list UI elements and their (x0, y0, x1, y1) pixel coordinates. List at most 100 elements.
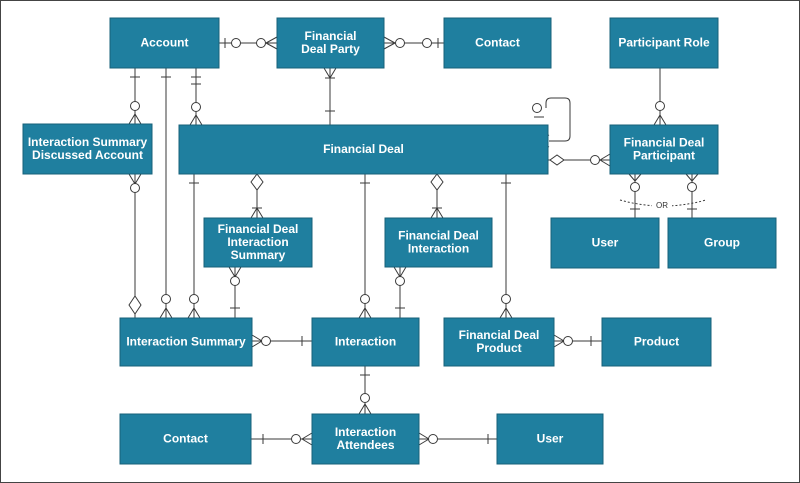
mark-diamond (128, 295, 142, 315)
entity-label: Summary (231, 248, 286, 262)
mark-zero (161, 294, 171, 304)
mark-zero (590, 155, 600, 165)
entity-box (119, 413, 252, 465)
mark-zero (230, 276, 240, 286)
mark-zero (189, 294, 199, 304)
entity-box (667, 217, 777, 269)
entity-box (109, 17, 220, 69)
entity-label: Financial (304, 29, 356, 43)
entity-box (178, 124, 549, 175)
entity-label: Financial Deal (459, 328, 540, 342)
entity-box (311, 317, 420, 367)
mark-crowfoot (653, 114, 667, 126)
entity-account[interactable]: Account (109, 17, 220, 69)
mark-crowfoot (628, 173, 642, 182)
mark-crowfoot (418, 432, 430, 446)
entity-financial-deal[interactable]: Financial Deal (178, 124, 549, 175)
mark-zero (422, 38, 432, 48)
entity-label: Financial Deal (218, 222, 299, 236)
entity-box (276, 17, 385, 69)
mark-zero (130, 183, 140, 193)
entity-box (443, 317, 555, 367)
mark-crowfoot (430, 207, 444, 219)
entity-box (203, 217, 313, 268)
mark-diamond (250, 173, 264, 191)
mark-zero (360, 294, 370, 304)
mark-crowfoot (599, 153, 611, 167)
mark-crowfoot (250, 207, 264, 219)
mark-zero (360, 393, 370, 403)
mark-crowfoot (159, 307, 173, 319)
entity-box (443, 17, 552, 69)
entity-interaction[interactable]: Interaction (311, 317, 420, 367)
entity-label: Interaction (227, 235, 288, 249)
entity-label: Financial Deal (323, 142, 404, 156)
mark-zero (428, 434, 438, 444)
mark-zero (231, 38, 241, 48)
entity-label: Product (634, 335, 679, 349)
mark-zero (291, 434, 301, 444)
entity-label: User (592, 236, 619, 250)
mark-crowfoot (187, 307, 201, 319)
entity-box (119, 317, 253, 367)
mark-crowfoot (499, 307, 513, 319)
mark-crowfoot (358, 307, 372, 319)
entity-product[interactable]: Product (601, 317, 712, 367)
entity-label: Attendees (336, 438, 394, 452)
mark-zero (655, 101, 665, 111)
mark-zero (532, 103, 542, 113)
entity-box (22, 123, 153, 175)
entity-label: Group (704, 236, 740, 250)
mark-crowfoot (128, 113, 142, 125)
entity-label: Interaction (335, 335, 396, 349)
connectors (128, 36, 707, 446)
entity-label: Interaction (335, 425, 396, 439)
entity-label: Account (141, 36, 189, 50)
mark-zero (501, 294, 511, 304)
mark-diamond (430, 173, 444, 191)
entity-label: Product (476, 341, 521, 355)
mark-crowfoot (128, 173, 142, 185)
entity-label: Deal Party (301, 42, 360, 56)
entity-user-bottom[interactable]: User (496, 413, 604, 465)
mark-crowfoot (358, 403, 372, 415)
entity-box (609, 17, 719, 69)
entity-label: Interaction Summary (126, 335, 246, 349)
entity-group[interactable]: Group (667, 217, 777, 269)
entity-label: Financial Deal (398, 229, 479, 243)
mark-zero (191, 102, 201, 112)
mark-zero (261, 336, 271, 346)
mark-zero (630, 182, 640, 192)
mark-crowfoot (265, 36, 278, 50)
entity-box (496, 413, 604, 465)
mark-zero (395, 38, 405, 48)
mark-crowfoot (323, 67, 337, 79)
mark-zero (130, 101, 140, 111)
entity-contact-bottom[interactable]: Contact (119, 413, 252, 465)
mark-zero (687, 182, 697, 192)
entity-box (311, 413, 420, 465)
mark-crowfoot (228, 266, 242, 278)
entity-box (609, 124, 719, 175)
entity-label: Financial Deal (624, 136, 705, 150)
entity-box (550, 217, 660, 269)
entity-label: Participant (633, 149, 695, 163)
entity-participant-role[interactable]: Participant Role (609, 17, 719, 69)
mark-crowfoot (383, 36, 396, 50)
entity-interaction-summary[interactable]: Interaction Summary (119, 317, 253, 367)
mark-crowfoot (553, 334, 565, 348)
entity-user-right[interactable]: User (550, 217, 660, 269)
entity-contact-top[interactable]: Contact (443, 17, 552, 69)
mark-crowfoot (189, 114, 203, 126)
entity-label: Interaction Summary (28, 135, 148, 149)
entity-label: Contact (475, 36, 520, 50)
